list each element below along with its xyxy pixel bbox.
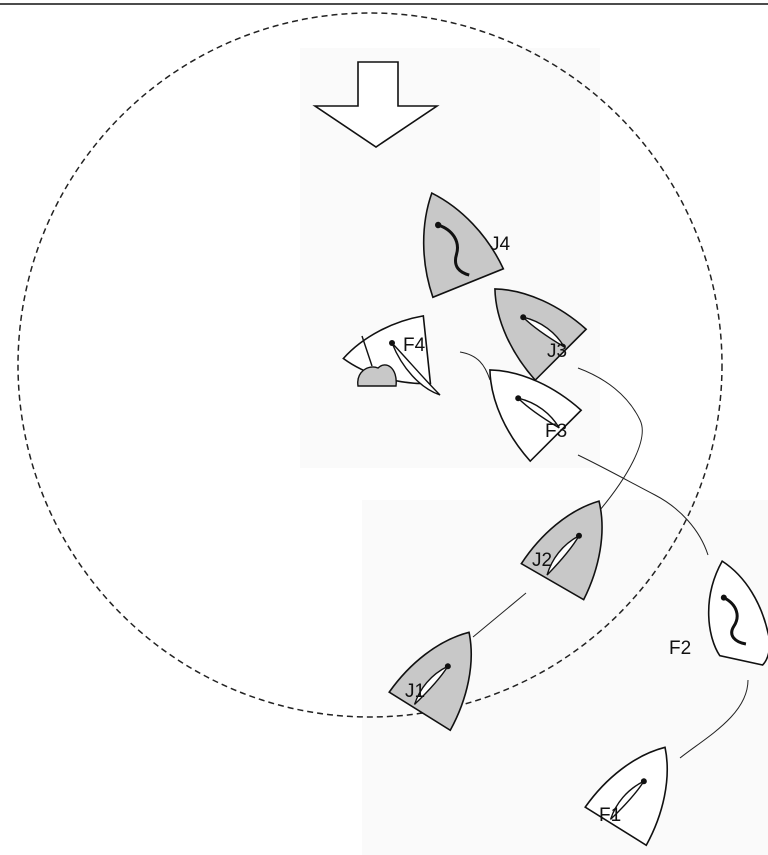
boat-label-f4: F4 xyxy=(403,335,426,356)
boat-label-f2: F2 xyxy=(669,638,691,659)
boat-label-f3: F3 xyxy=(545,421,567,442)
boat-label-j1: J1 xyxy=(405,681,425,702)
boat-label-j4: J4 xyxy=(490,234,511,255)
boat-label-j2: J2 xyxy=(532,550,552,571)
boat-label-j3: J3 xyxy=(547,341,567,362)
boat-label-f1: F1 xyxy=(599,805,621,826)
